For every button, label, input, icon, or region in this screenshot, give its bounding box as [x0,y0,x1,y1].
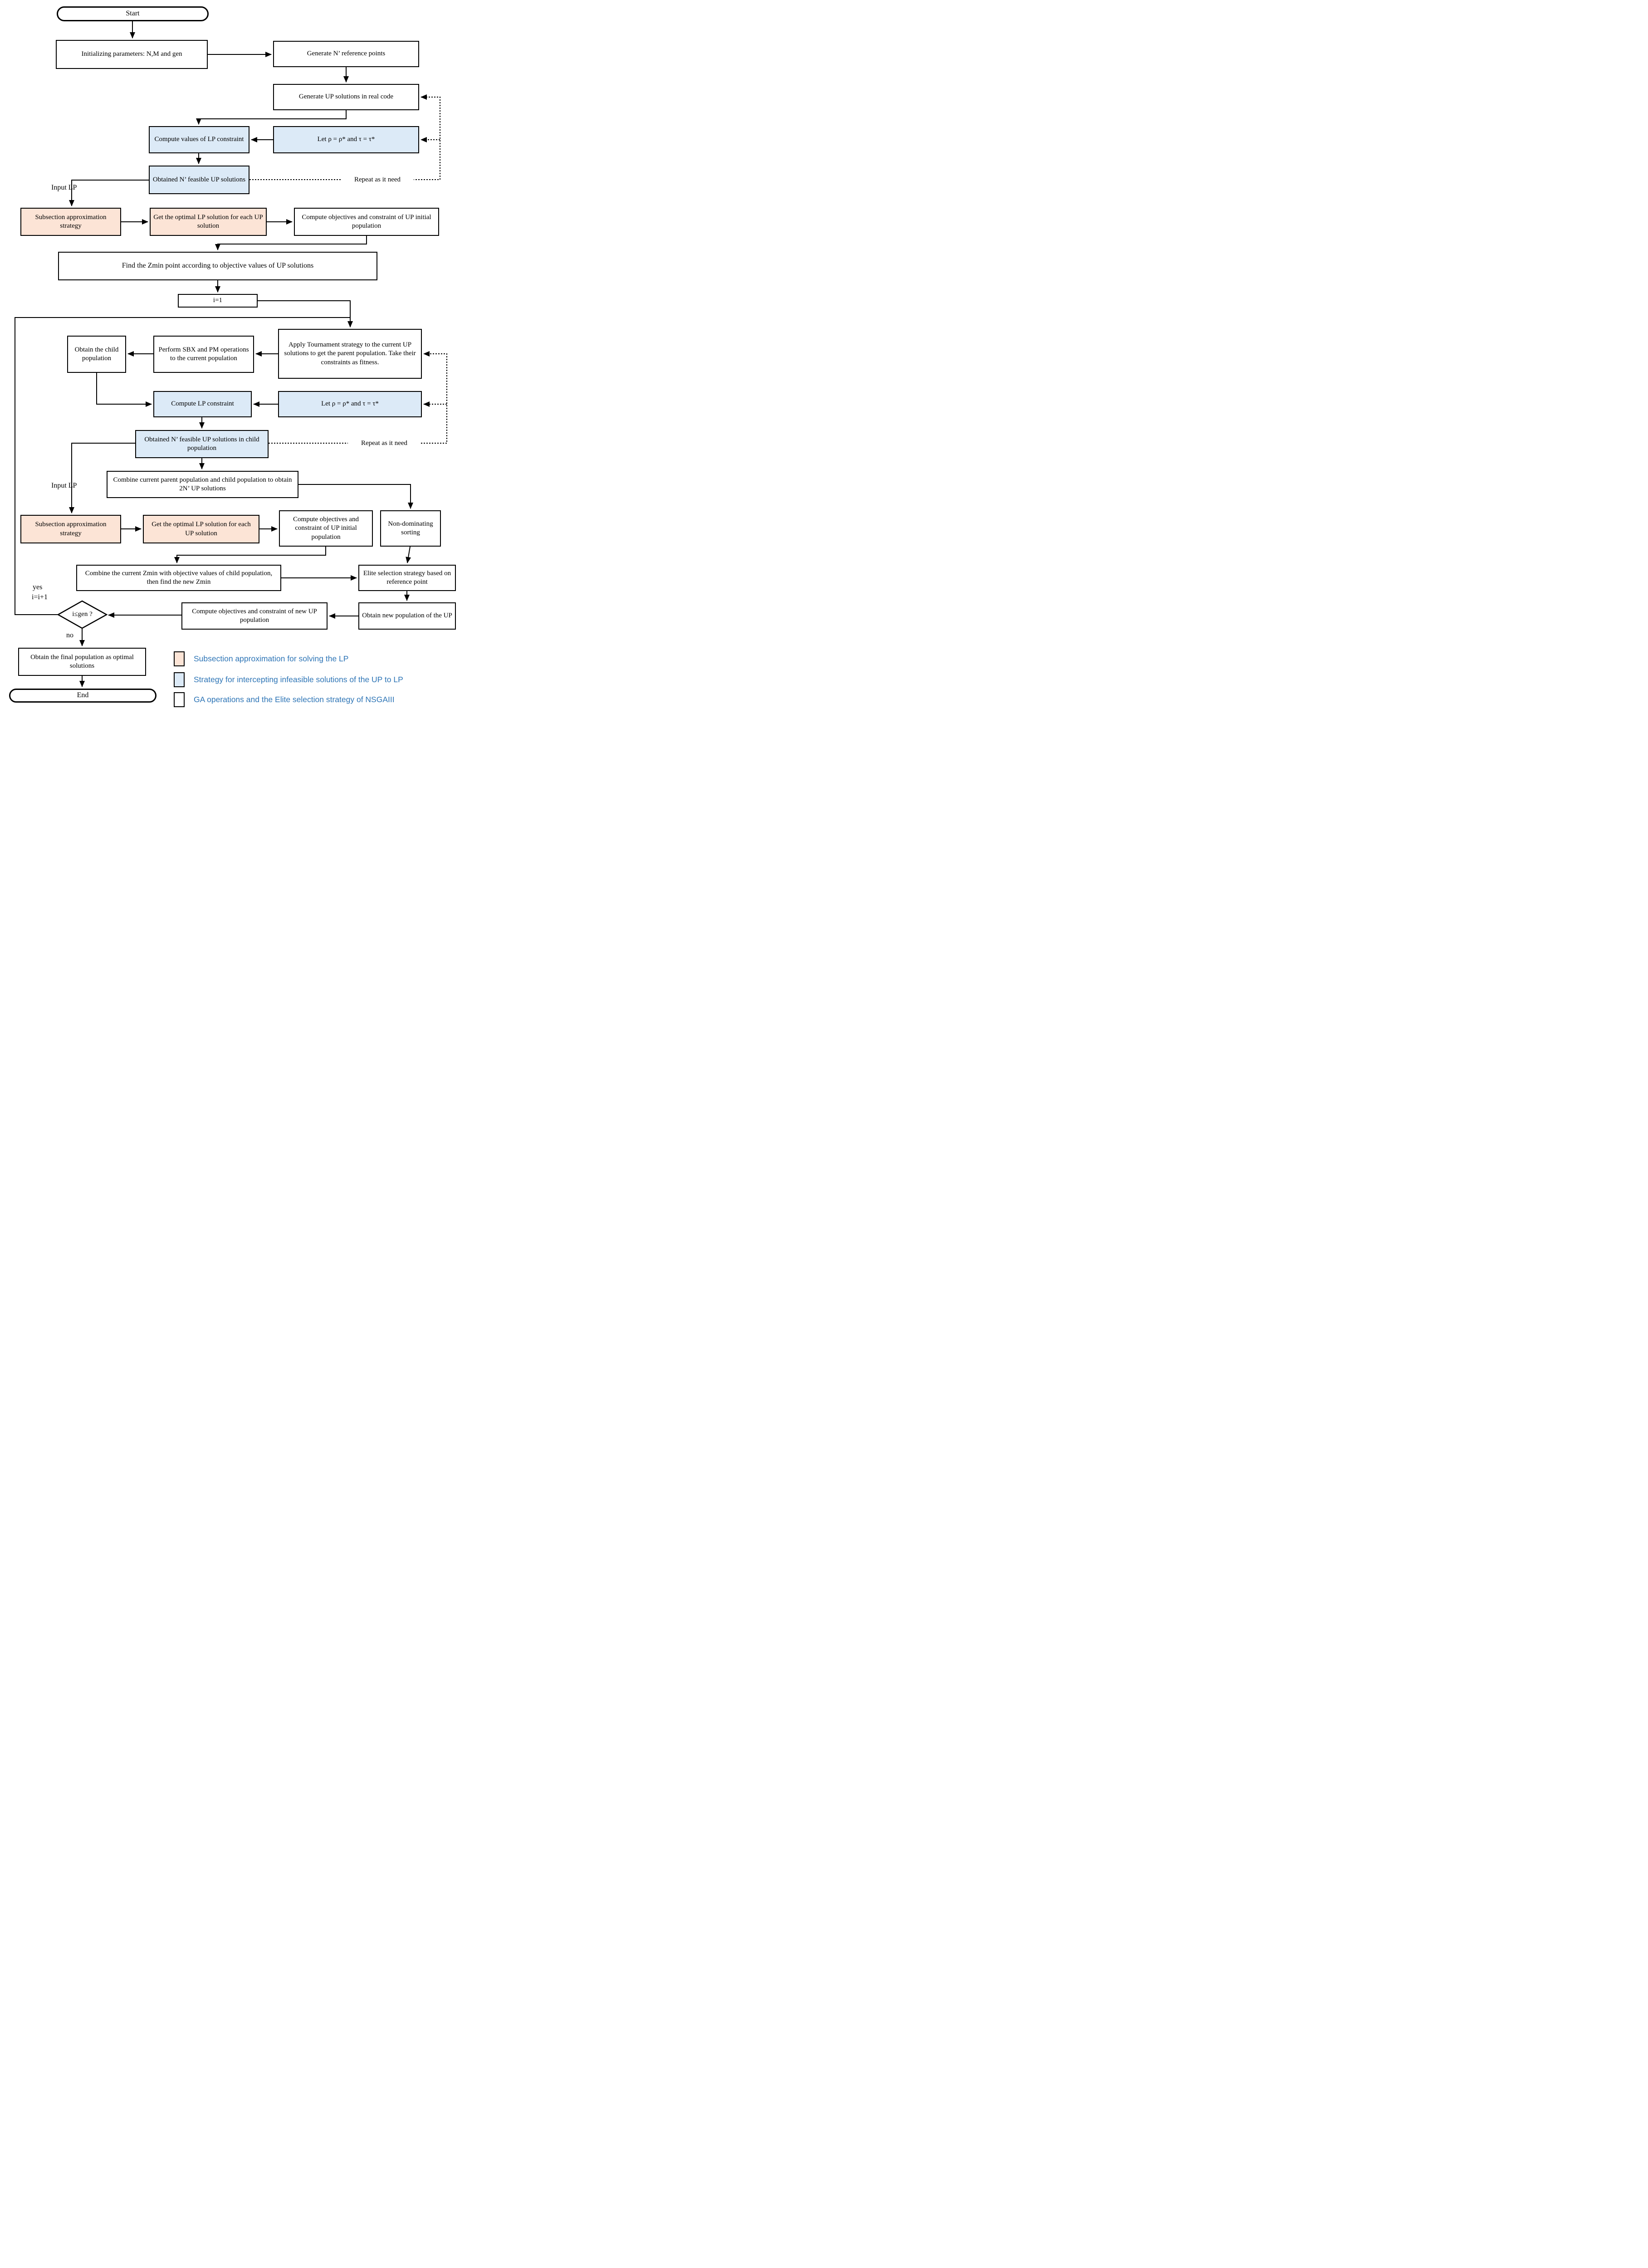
node-compute-objectives-new: Compute objectives and constraint of new… [181,602,328,630]
edge-label-no: no [66,631,73,639]
node-compute-lp-constraint: Compute LP constraint [153,391,252,417]
node-initializing-parameters: Initializing parameters: N,M and gen [56,40,208,69]
node-subsection-approximation-2: Subsection approximation strategy [20,515,121,543]
legend-label: Subsection approximation for solving the… [194,654,349,663]
legend-swatch-orange [174,651,185,666]
node-combine-current-zmin: Combine the current Zmin with objective … [76,565,281,591]
node-obtained-feasible-child: Obtained N’ feasible UP solutions in chi… [135,430,269,458]
node-obtained-feasible-up: Obtained N’ feasible UP solutions [149,166,249,194]
node-let-rho-tau-2: Let ρ = ρ* and τ = τ* [278,391,422,417]
legend-row-intercept: Strategy for intercepting infeasible sol… [174,672,403,687]
node-obtain-child-population: Obtain the child population [67,336,126,373]
node-let-rho-tau-1: Let ρ = ρ* and τ = τ* [273,126,419,153]
edge-label-i-increment: i=i+1 [32,593,48,601]
flowchart: Start Initializing parameters: N,M and g… [0,0,472,714]
node-i-equals-1: i=1 [178,294,258,308]
edge-label-input-lp-2: Input LP [51,482,77,489]
node-compute-objectives-initial-2: Compute objectives and constraint of UP … [279,510,373,547]
node-compute-lp-values: Compute values of LP constraint [149,126,249,153]
node-decision-i-le-gen: i≤gen ? [72,611,93,618]
legend-label: Strategy for intercepting infeasible sol… [194,675,403,684]
node-get-optimal-lp-2: Get the optimal LP solution for each UP … [143,515,259,543]
edge-label-repeat-1: Repeat as it need [341,176,414,184]
node-get-optimal-lp-1: Get the optimal LP solution for each UP … [150,208,267,236]
node-elite-selection: Elite selection strategy based on refere… [358,565,456,591]
edge-label-repeat-2: Repeat as it need [348,440,421,448]
legend-swatch-white [174,692,185,707]
node-combine-2n-solutions: Combine current parent population and ch… [107,471,298,498]
edge-label-yes: yes [33,583,43,591]
node-compute-objectives-initial-1: Compute objectives and constraint of UP … [294,208,439,236]
node-sbx-pm-operations: Perform SBX and PM operations to the cur… [153,336,254,373]
legend-row-subsection: Subsection approximation for solving the… [174,651,348,666]
node-end: End [9,689,156,703]
node-generate-up-solutions: Generate UP solutions in real code [273,84,419,110]
node-tournament-selection: Apply Tournament strategy to the current… [278,329,422,379]
node-start: Start [57,6,209,21]
node-final-population: Obtain the final population as optimal s… [18,648,146,676]
node-find-zmin: Find the Zmin point according to objecti… [58,252,377,280]
edge-label-input-lp-1: Input LP [51,184,77,191]
node-obtain-new-population: Obtain new population of the UP [358,602,456,630]
node-non-dominating-sorting: Non-dominating sorting [380,510,441,547]
legend-label: GA operations and the Elite selection st… [194,695,395,704]
node-subsection-approximation-1: Subsection approximation strategy [20,208,121,236]
legend-row-ga: GA operations and the Elite selection st… [174,692,395,707]
node-generate-reference-points: Generate N’ reference points [273,41,419,67]
legend-swatch-blue [174,672,185,687]
